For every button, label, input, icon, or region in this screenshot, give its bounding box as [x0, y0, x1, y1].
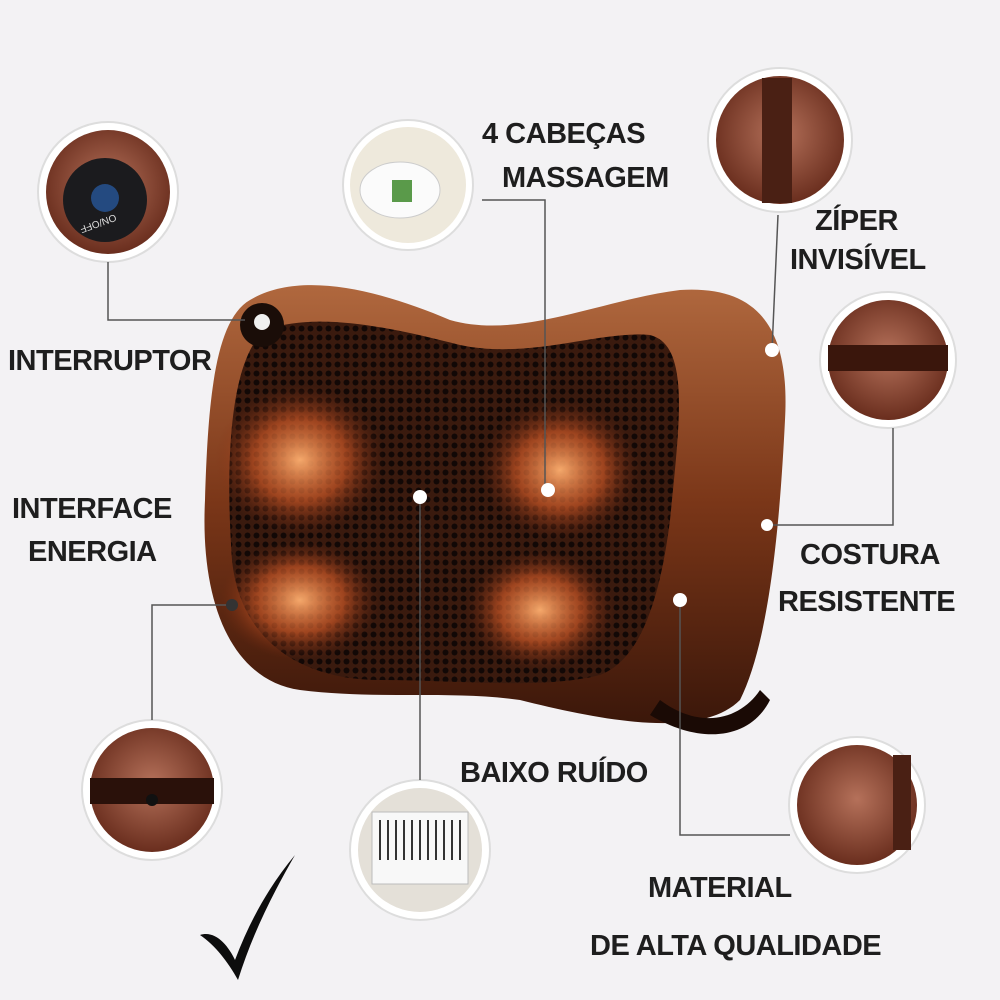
label-noise: BAIXO RUÍDO [460, 757, 648, 789]
label-material-line2: DE ALTA QUALIDADE [590, 930, 882, 962]
label-material-line1: MATERIAL [648, 872, 792, 904]
label-seam-line2: RESISTENTE [778, 586, 956, 618]
check-icon [200, 855, 295, 980]
detail-circle-motor [349, 779, 491, 921]
label-heads-line1: 4 CABEÇAS [482, 118, 646, 150]
label-zipper-line1: ZÍPER [815, 205, 898, 237]
detail-circle-material [788, 736, 926, 874]
label-heads-line2: MASSAGEM [502, 162, 669, 194]
detail-circle-switch: ON/OFF [37, 121, 179, 263]
callout-dots [226, 343, 779, 611]
label-zipper-line2: INVISÍVEL [790, 244, 926, 276]
label-power-line2: ENERGIA [28, 536, 157, 568]
detail-circle-seam [819, 291, 957, 429]
detail-circle-heads [342, 119, 474, 251]
leader-lines [107, 199, 894, 836]
detail-circle-power-port [81, 719, 223, 861]
label-switch: INTERRUPTOR [8, 345, 212, 377]
label-power-line1: INTERFACE [12, 493, 172, 525]
label-seam-line1: COSTURA [800, 539, 940, 571]
massage-pillow [204, 285, 786, 735]
detail-circle-zipper [707, 67, 853, 213]
